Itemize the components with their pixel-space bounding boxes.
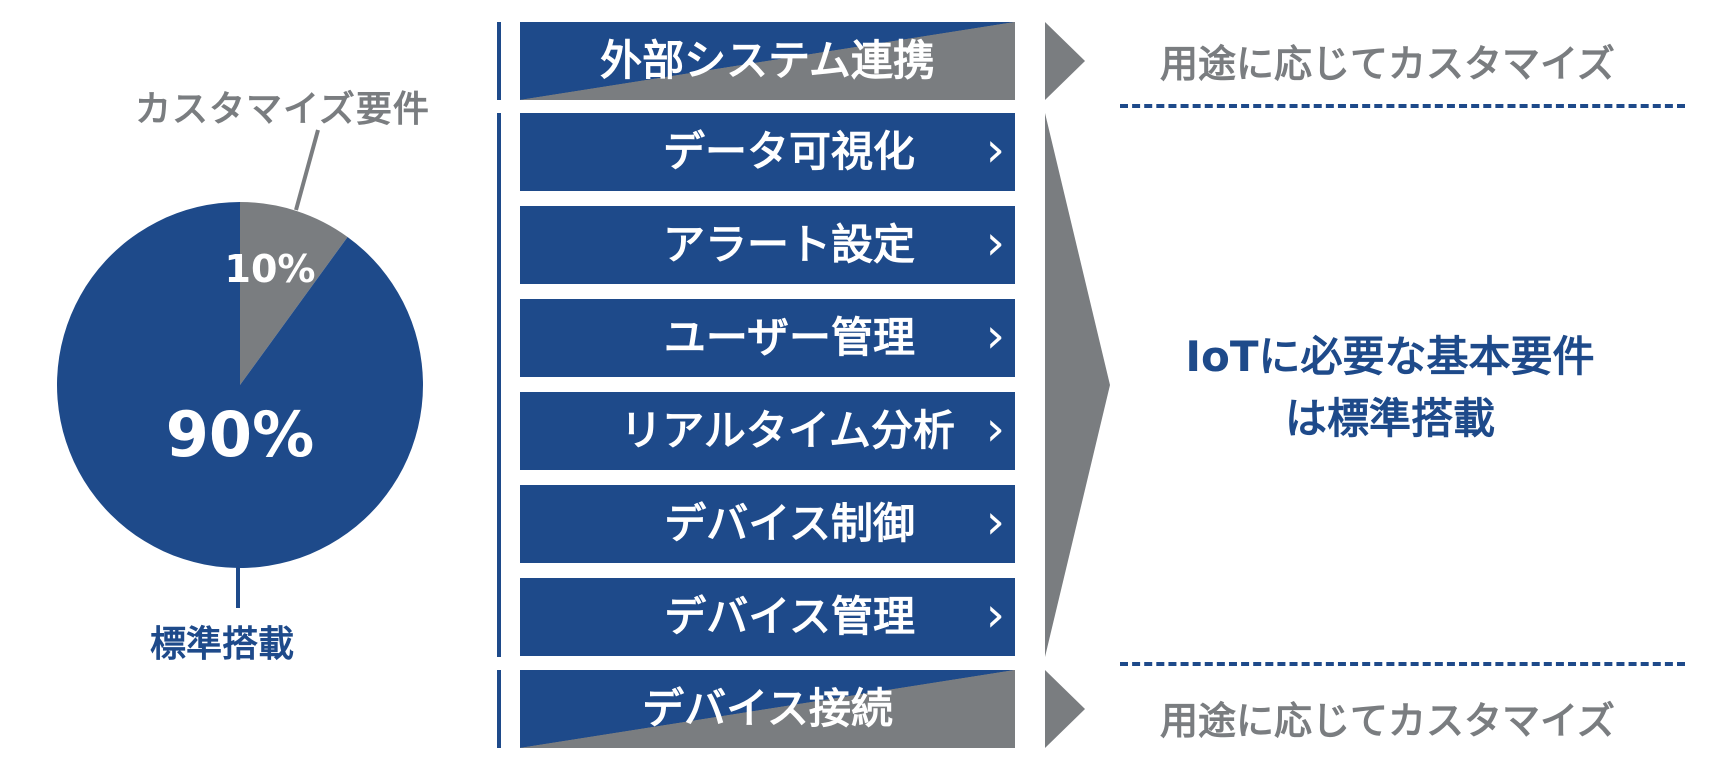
layer-label: ユーザー管理 — [663, 313, 915, 362]
layer-bar-bottom: デバイス接続 — [520, 670, 1015, 748]
standard-requirements-text: IoTに必要な基本要件 は標準搭載 — [1110, 326, 1670, 450]
center-text-line2: は標準搭載 — [1284, 394, 1495, 443]
layer-bar-middle: デバイス制御 › — [520, 485, 1015, 563]
chevron-right-icon: › — [985, 122, 1005, 178]
dashed-divider-top — [1120, 104, 1685, 108]
pie-value-standard: 90% — [165, 398, 315, 471]
separator-middle — [497, 113, 501, 657]
separator-bottom — [497, 670, 501, 748]
pie-value-custom: 10% — [224, 247, 316, 291]
center-text-line1: IoTに必要な基本要件 — [1185, 332, 1595, 381]
layer-label-bottom: デバイス接続 — [642, 684, 893, 733]
pie-chart — [56, 202, 423, 568]
chevron-right-icon: › — [985, 308, 1005, 364]
chevron-right-icon: › — [985, 215, 1005, 271]
chevron-right-icon: › — [985, 494, 1005, 550]
pie-label-standard: 標準搭載 — [150, 624, 295, 665]
layer-bar-middle: データ可視化 › — [520, 113, 1015, 191]
dashed-divider-bottom — [1120, 662, 1685, 666]
chevron-right-icon: › — [985, 401, 1005, 457]
separator-top — [497, 22, 501, 100]
layer-label: データ可視化 — [662, 127, 915, 176]
triangle-right-icon — [1045, 22, 1085, 100]
layer-label: デバイス管理 — [664, 592, 915, 641]
leader-line-custom — [294, 129, 320, 211]
pie-slice-standard — [56, 202, 423, 568]
layer-label: デバイス制御 — [664, 499, 915, 548]
layer-bar-middle: リアルタイム分析 › — [520, 392, 1015, 470]
triangle-right-icon — [1045, 670, 1085, 748]
layer-label: アラート設定 — [662, 220, 915, 269]
layer-bar-middle: デバイス管理 › — [520, 578, 1015, 656]
layer-bar-middle: アラート設定 › — [520, 206, 1015, 284]
chevron-right-icon: › — [985, 587, 1005, 643]
big-bracket-arrow — [1045, 113, 1110, 657]
layer-bar-top: 外部システム連携 — [520, 22, 1015, 100]
layer-bar-middle: ユーザー管理 › — [520, 299, 1015, 377]
custom-text-top: 用途に応じてカスタマイズ — [1160, 42, 1615, 86]
pie-label-custom: カスタマイズ要件 — [135, 89, 430, 130]
layer-label-top: 外部システム連携 — [600, 36, 935, 85]
custom-text-bottom: 用途に応じてカスタマイズ — [1160, 699, 1615, 743]
layer-label: リアルタイム分析 — [620, 406, 955, 455]
pie-slice-custom — [240, 202, 348, 385]
